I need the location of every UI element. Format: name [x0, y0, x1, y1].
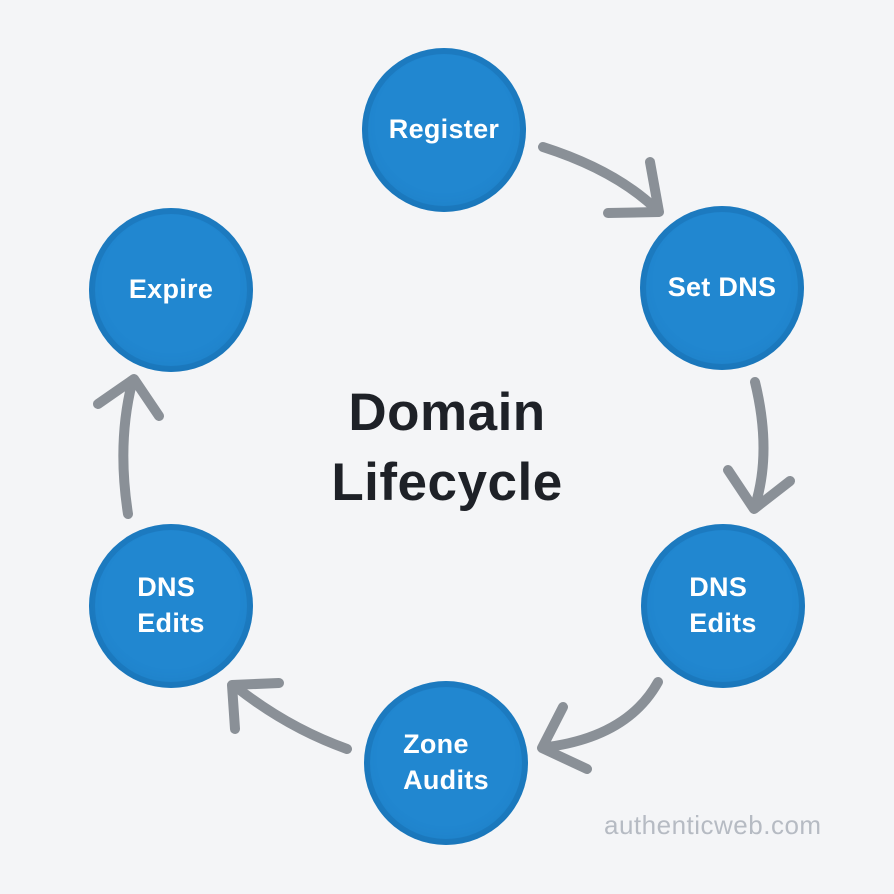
- node-set-dns-label: Set DNS: [668, 270, 777, 306]
- node-expire: Expire: [89, 208, 253, 372]
- node-expire-label: Expire: [129, 272, 213, 308]
- arrow-register-to-set-dns-icon: [538, 142, 664, 218]
- diagram-title: Domain Lifecycle: [0, 378, 894, 519]
- diagram-title-line: Lifecycle: [331, 453, 563, 513]
- arrow-dns-edits-to-zone-audits-icon: [537, 677, 663, 774]
- arrow-zone-audits-to-dns-edits-icon: [227, 678, 352, 754]
- node-dns-edits-left: DNS Edits: [89, 524, 253, 688]
- node-register: Register: [362, 48, 526, 212]
- node-label-line: Register: [388, 114, 500, 145]
- node-label-line: DNS: [689, 572, 748, 603]
- watermark: authenticweb.com: [604, 810, 822, 840]
- node-dns-edits-right: DNS Edits: [641, 524, 805, 688]
- node-label-line: DNS: [137, 572, 196, 603]
- diagram-title-line: Domain: [348, 383, 546, 442]
- node-zone-audits: Zone Audits: [364, 681, 528, 845]
- node-zone-audits-label: Zone Audits: [403, 727, 489, 798]
- node-dns-edits-left-label: DNS Edits: [137, 570, 205, 641]
- node-label-line: Zone: [403, 729, 469, 760]
- node-label-line: Edits: [137, 608, 205, 638]
- node-set-dns: Set DNS: [640, 206, 804, 370]
- node-label-line: Edits: [689, 608, 757, 638]
- node-label-line: Expire: [128, 274, 214, 305]
- node-label-line: Audits: [403, 765, 489, 795]
- node-label-line: Set DNS: [667, 272, 777, 303]
- node-dns-edits-right-label: DNS Edits: [689, 570, 757, 641]
- node-register-label: Register: [389, 112, 499, 148]
